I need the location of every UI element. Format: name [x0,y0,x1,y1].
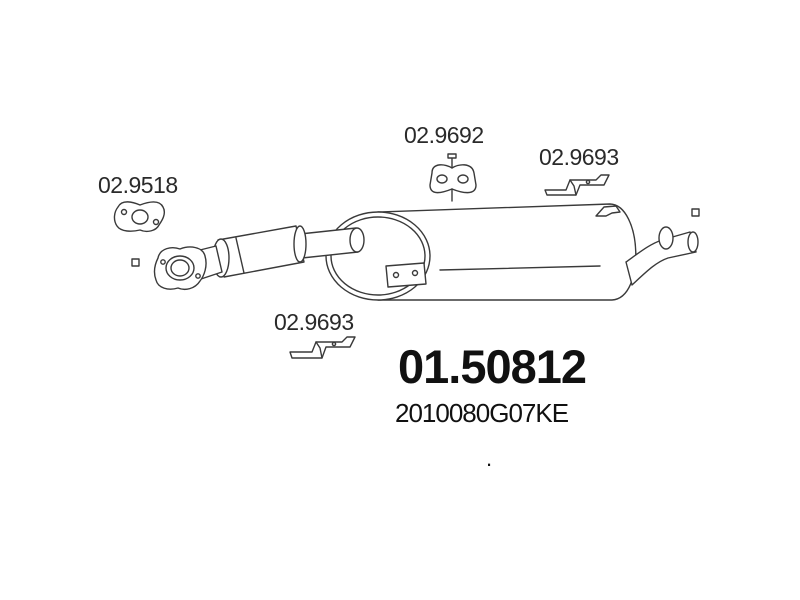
outlet-pipe-drawing [625,226,699,286]
bracket-top-drawing [544,174,610,196]
muffler-drawing [325,203,637,301]
marker-square-right [691,208,700,217]
oem-part-number: 2010080G07KE [395,398,569,428]
bracket-top-part-label: 02.9693 [539,144,619,170]
bracket-bottom-part-label: 02.9693 [274,309,354,335]
inlet-pipe-drawing [153,225,365,290]
main-part-number: 01.50812 [398,340,587,393]
hanger-part-label: 02.9692 [404,122,484,148]
gasket-drawing [113,201,166,233]
dot-mark: . [486,446,493,471]
hanger-drawing [429,153,477,202]
gasket-part-label: 02.9518 [98,172,178,198]
bracket-bottom-drawing [289,336,356,359]
marker-square-left [131,258,140,267]
